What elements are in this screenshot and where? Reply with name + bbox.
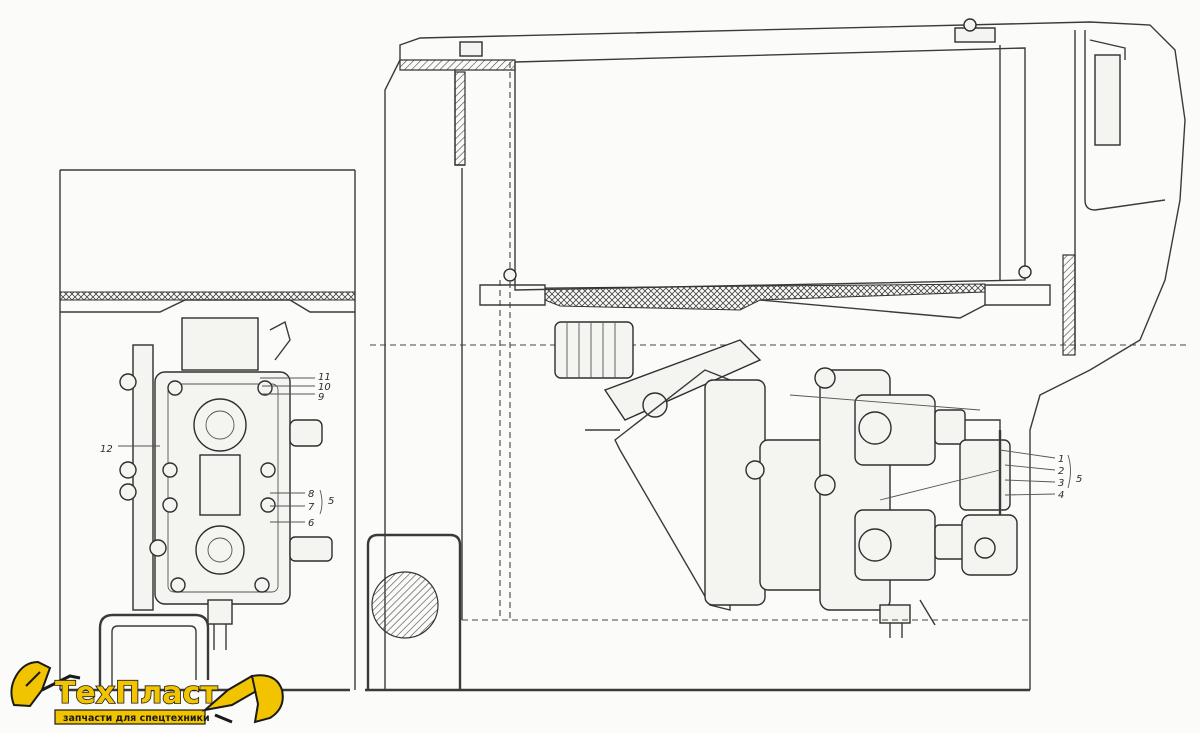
right-floor-mount-left [479, 284, 546, 306]
right-floor-bolt-right [1018, 265, 1032, 279]
right-callout-2: 2 [1058, 466, 1064, 477]
right-round-shaft [371, 571, 439, 639]
right-floor-mount-right [984, 284, 1051, 306]
right-valve-housing-1 [704, 379, 766, 606]
left-upper-chamber-core [205, 410, 235, 440]
left-floor-bend [60, 299, 355, 313]
right-top-beam [399, 59, 516, 71]
right-bottom-leads-1 [889, 623, 903, 638]
left-valve-inner [167, 383, 279, 593]
left-callout-9: 9 [318, 392, 324, 403]
right-pipe-upper [965, 419, 1001, 440]
left-lower-beam-inner [111, 625, 197, 690]
left-bottom-stem [207, 599, 233, 625]
left-lower-beam [98, 613, 210, 690]
right-bellows [554, 321, 634, 379]
right-bottom-stem-1 [879, 604, 911, 624]
left-lower-chamber-core [207, 537, 233, 563]
left-callout-6: 6 [308, 518, 314, 529]
left-callout-5: 5 [328, 496, 334, 507]
right-callout-4: 4 [1058, 490, 1064, 501]
left-callout-12: 12 [100, 444, 113, 455]
right-pillar-hatch [454, 71, 466, 166]
right-window-panel [514, 47, 1026, 291]
right-lower-port [858, 528, 892, 562]
left-center-piston [199, 454, 241, 516]
right-valve-bracket [614, 369, 731, 611]
right-callout-3: 3 [1058, 478, 1064, 489]
right-hinge-plate [1094, 54, 1121, 146]
left-callout-11: 11 [318, 372, 331, 383]
left-callout-7: 7 [308, 502, 315, 513]
right-callout-5: 5 [1076, 474, 1082, 485]
right-pipe-clamp [959, 439, 1011, 511]
right-back-hatch [1062, 254, 1076, 356]
right-top-brackets [459, 18, 996, 57]
right-bottom-stem-2 [919, 599, 936, 626]
left-lower-chamber [195, 525, 245, 575]
right-floor-plate [544, 283, 986, 311]
right-floor-lower [759, 299, 986, 319]
right-lower-connector-port [974, 537, 996, 559]
left-leader-lines [118, 377, 315, 523]
left-upper-chamber [193, 398, 247, 452]
left-view: 11 10 9 12 8 7 5 6 [59, 169, 356, 692]
right-bracket-bolt [745, 460, 765, 480]
left-callout-10: 10 [318, 382, 331, 393]
logo-tagline-bar [54, 709, 206, 725]
left-top-mount [181, 317, 259, 371]
right-cab-outline [399, 21, 1186, 690]
right-pedal-pivot [642, 392, 668, 418]
right-shaft-housing [366, 533, 462, 690]
left-top-lever [269, 320, 291, 361]
right-callout-1: 1 [1058, 454, 1064, 465]
left-side-bracket [132, 344, 154, 611]
right-leader-lines [789, 394, 1056, 501]
right-floor-bolt-left [503, 268, 517, 282]
excavator-left-icon [10, 660, 81, 708]
left-side-fitting-lower [289, 536, 333, 562]
right-hinge-top [1089, 39, 1126, 60]
techplast-logo: ТехПласт запчасти для спецтехники [10, 660, 284, 725]
right-view: 1 2 3 4 5 [365, 18, 1190, 692]
right-brace [1067, 454, 1071, 489]
left-callout-8: 8 [308, 489, 314, 500]
excavator-right-icon [201, 674, 284, 724]
left-side-fitting-upper [289, 419, 323, 447]
right-mount-bolt-top [814, 367, 836, 389]
right-upper-port [858, 411, 892, 445]
left-frame-outline [59, 169, 356, 690]
logo-tagline: запчасти для спецтехники [63, 713, 210, 724]
logo-name: ТехПласт [55, 676, 218, 711]
left-brace [319, 489, 323, 515]
right-upper-fitting [934, 409, 966, 445]
left-floor-plate [59, 291, 356, 301]
right-cab-left-edge [384, 59, 401, 690]
left-bolts [119, 373, 276, 593]
right-lower-fitting [934, 524, 966, 560]
right-mount-bolt-mid [814, 474, 836, 496]
left-bottom-leads [213, 624, 227, 650]
